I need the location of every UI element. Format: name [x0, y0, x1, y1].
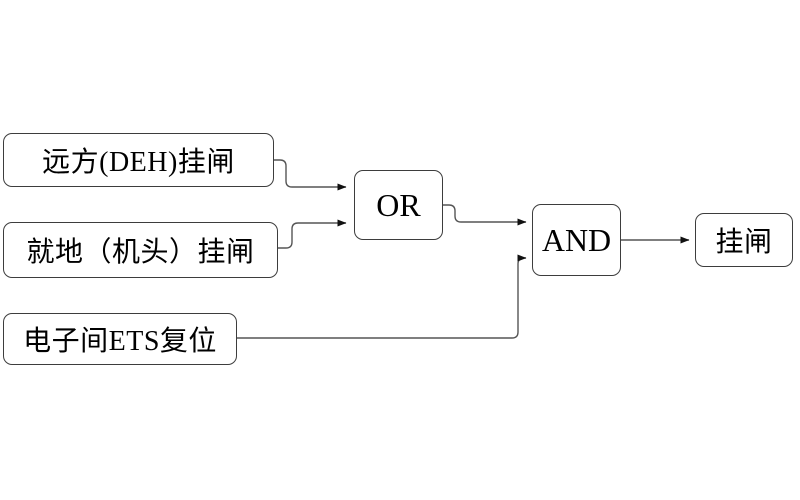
- node-local-head-latch: 就地（机头）挂闸: [3, 222, 278, 278]
- edge-input3-to-and: [237, 254, 527, 339]
- edge-input1-to-or: [274, 159, 347, 191]
- node-remote-deh-latch: 远方(DEH)挂闸: [3, 133, 274, 187]
- node-latch-output: 挂闸: [695, 213, 793, 267]
- node-or-gate: OR: [354, 170, 443, 240]
- edge-or-to-and: [443, 204, 527, 226]
- node-electronics-room-ets-reset: 电子间ETS复位: [3, 313, 237, 365]
- node-and-gate: AND: [532, 204, 621, 276]
- edge-input2-to-or: [278, 219, 347, 249]
